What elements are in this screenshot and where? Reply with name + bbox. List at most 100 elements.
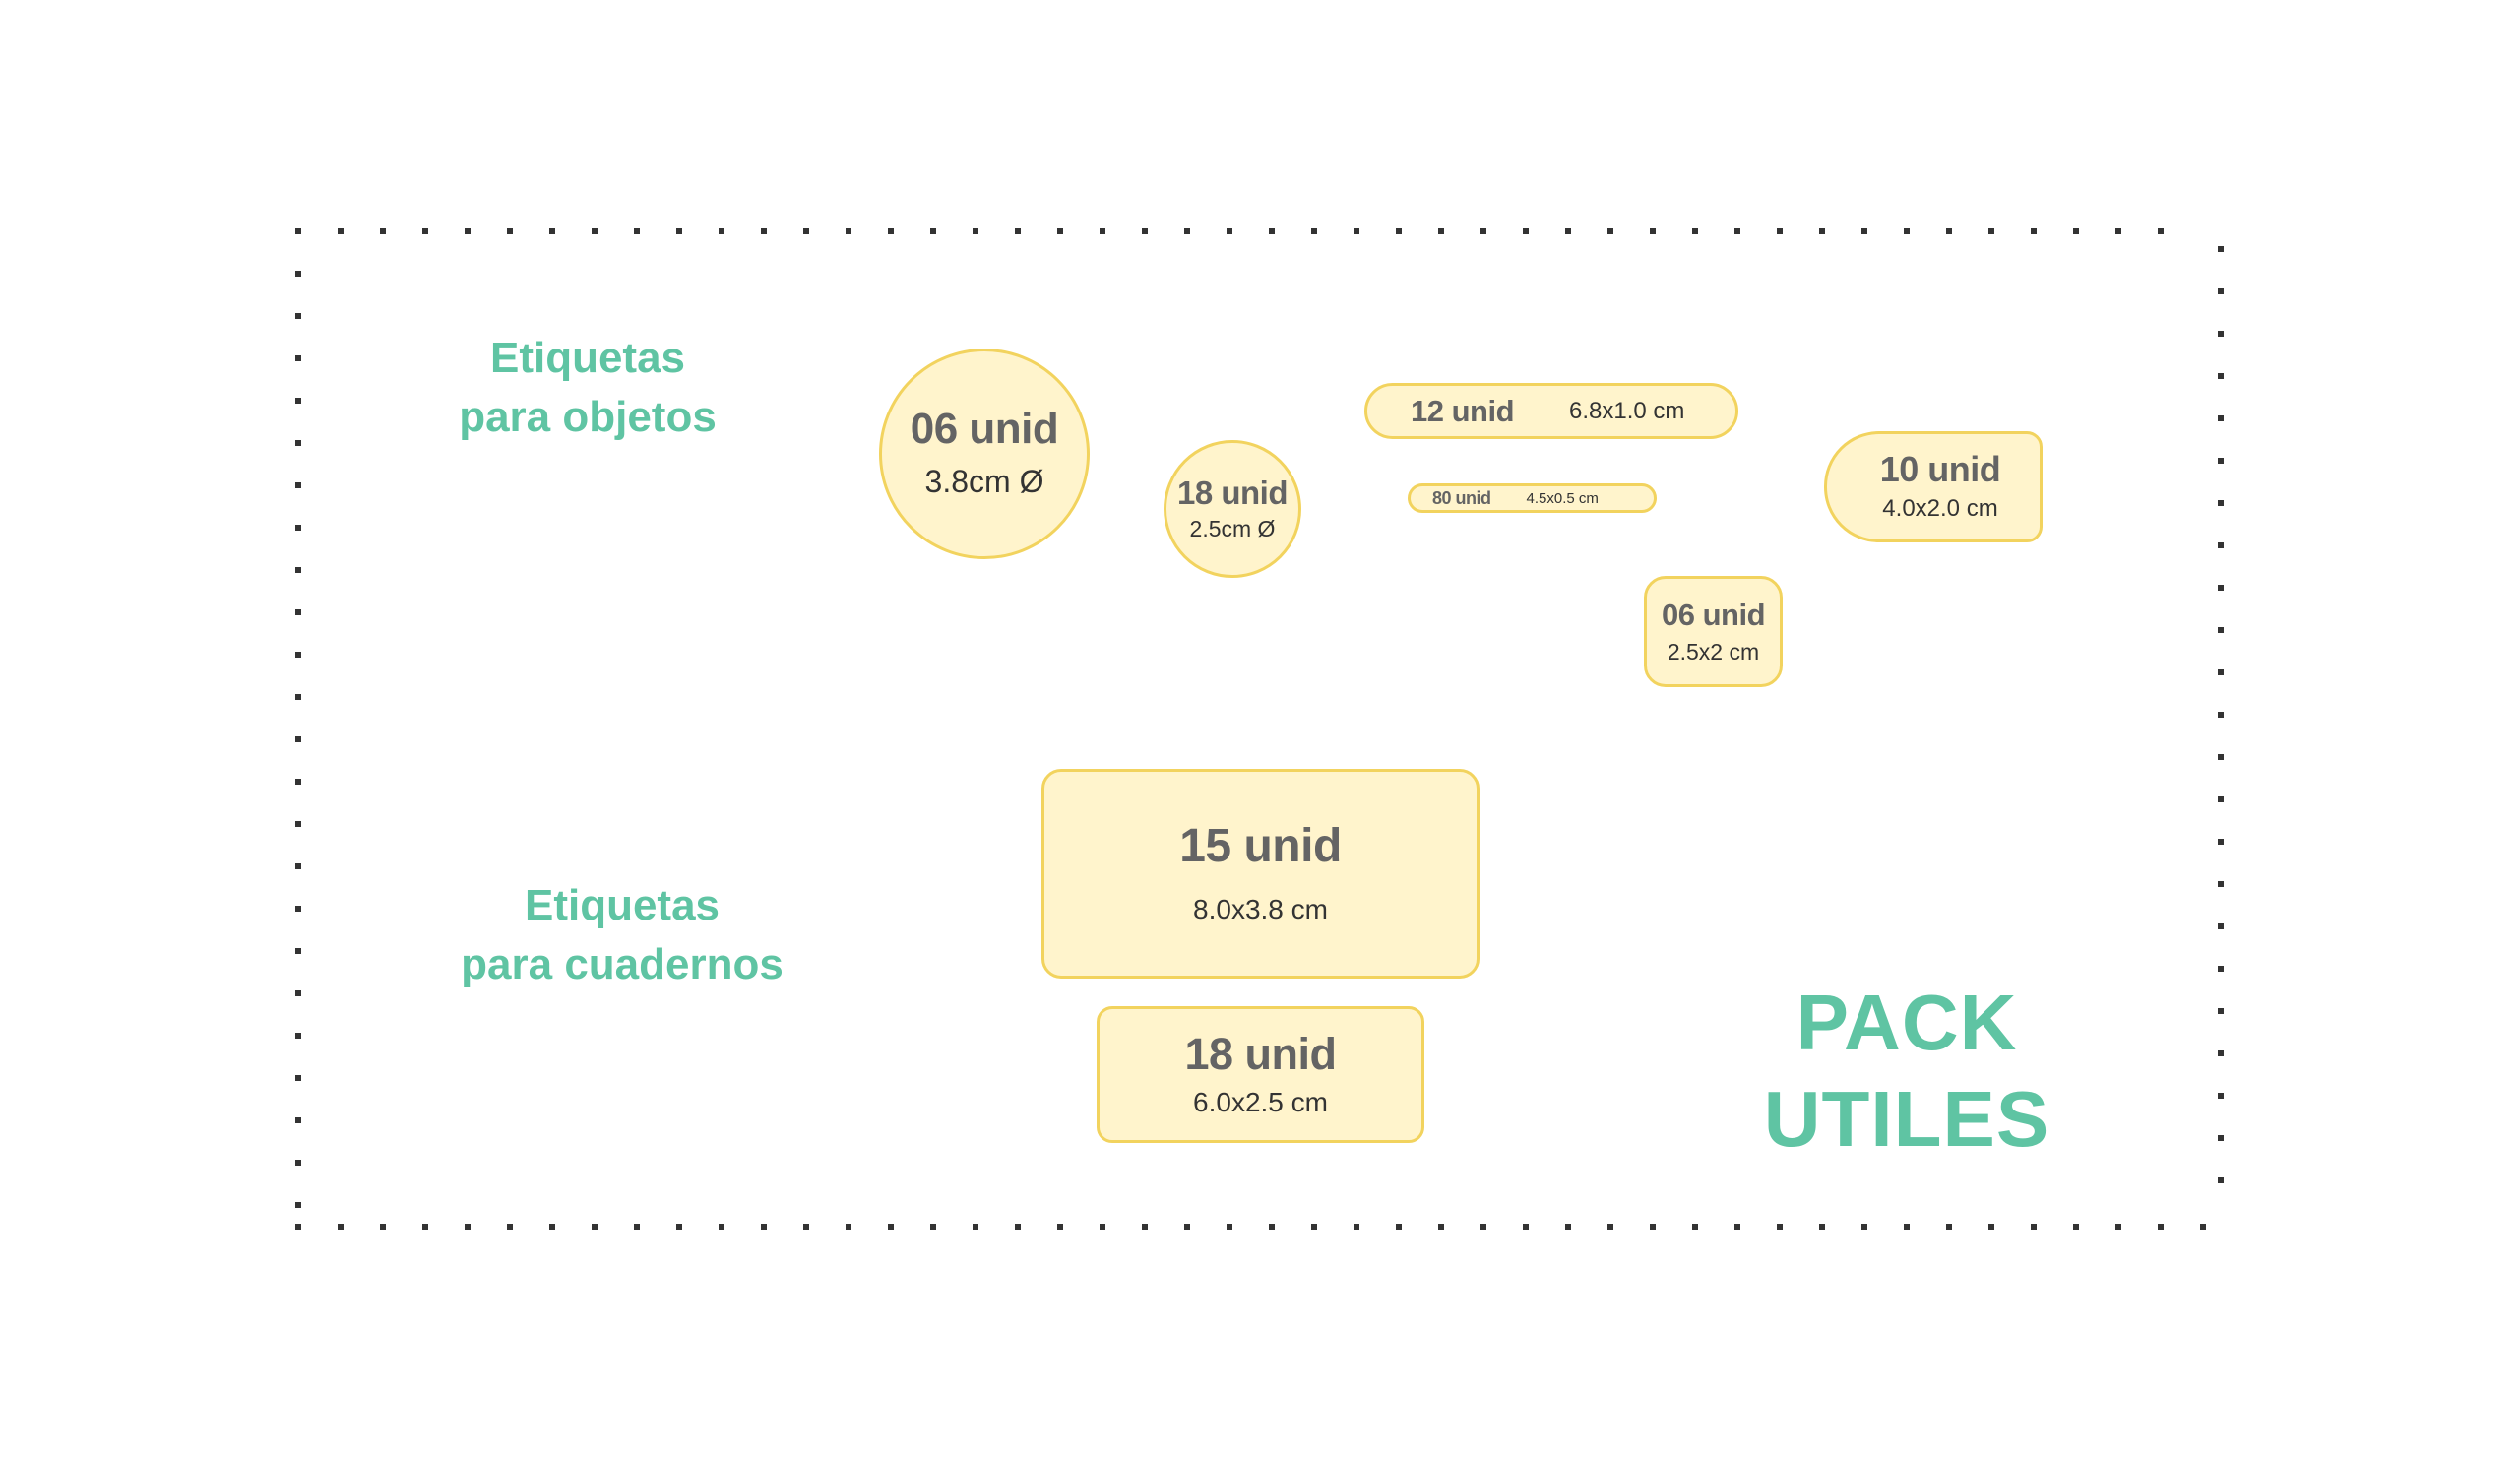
- label-size: 4.5x0.5 cm: [1526, 489, 1599, 507]
- border-dot: [338, 1224, 344, 1230]
- border-dot: [295, 271, 301, 277]
- border-dot: [973, 228, 978, 234]
- border-dot: [2218, 796, 2224, 802]
- section-label-notebooks: Etiquetas para cuadernos: [461, 876, 784, 994]
- border-dot: [295, 228, 301, 234]
- border-dot: [507, 228, 513, 234]
- border-dot: [1692, 228, 1698, 234]
- border-dot: [973, 1224, 978, 1230]
- label-quantity: 06 unid: [1661, 597, 1766, 632]
- border-dot: [1523, 1224, 1529, 1230]
- border-dot: [1861, 228, 1867, 234]
- border-dot: [2218, 1177, 2224, 1183]
- border-dot: [1142, 1224, 1148, 1230]
- border-dot: [380, 228, 386, 234]
- border-dot: [2115, 1224, 2121, 1230]
- label-rounded-square: 06 unid 2.5x2 cm: [1644, 576, 1783, 687]
- border-dot: [2218, 839, 2224, 845]
- label-quantity: 80 unid: [1432, 487, 1491, 508]
- border-dot: [2218, 542, 2224, 548]
- label-circle-small: 18 unid 2.5cm Ø: [1164, 440, 1301, 578]
- border-dot: [2218, 500, 2224, 506]
- border-dot: [2031, 228, 2037, 234]
- border-dot: [1650, 1224, 1656, 1230]
- section-label-line2: para cuadernos: [461, 940, 784, 988]
- border-dot: [1354, 1224, 1359, 1230]
- border-dot: [2218, 627, 2224, 633]
- border-dot: [422, 228, 428, 234]
- border-dot: [2158, 1224, 2164, 1230]
- border-dot: [1988, 228, 1994, 234]
- border-dot: [1523, 228, 1529, 234]
- border-dot: [803, 1224, 809, 1230]
- section-label-line1: Etiquetas: [524, 881, 721, 929]
- border-dot: [295, 863, 301, 869]
- pack-title: PACK UTILES: [1764, 975, 2049, 1168]
- border-dot: [2218, 1008, 2224, 1014]
- border-dot: [2218, 712, 2224, 718]
- label-quantity: 18 unid: [1184, 1028, 1337, 1079]
- label-rounded-left-rectangle: 10 unid 4.0x2.0 cm: [1824, 431, 2043, 542]
- border-dot: [2218, 923, 2224, 929]
- border-dot: [295, 779, 301, 785]
- border-dot: [1311, 1224, 1317, 1230]
- border-dot: [2218, 246, 2224, 252]
- border-dot: [1734, 1224, 1740, 1230]
- border-dot: [1904, 228, 1910, 234]
- border-dot: [761, 1224, 767, 1230]
- border-dot: [549, 1224, 555, 1230]
- border-dot: [719, 1224, 724, 1230]
- label-circle-large: 06 unid 3.8cm Ø: [879, 349, 1090, 559]
- border-dot: [1142, 228, 1148, 234]
- border-dot: [1057, 1224, 1063, 1230]
- label-pill-large: 12 unid 6.8x1.0 cm: [1364, 383, 1738, 439]
- border-dot: [295, 821, 301, 827]
- border-dot: [2218, 373, 2224, 379]
- border-dot: [676, 228, 682, 234]
- border-dot: [2218, 1050, 2224, 1056]
- border-dot: [295, 1117, 301, 1123]
- border-dot: [1227, 228, 1232, 234]
- border-dot: [2218, 1135, 2224, 1141]
- border-dot: [1100, 228, 1105, 234]
- border-dot: [1904, 1224, 1910, 1230]
- border-dot: [888, 228, 894, 234]
- label-pill-small: 80 unid 4.5x0.5 cm: [1408, 483, 1657, 513]
- border-dot: [380, 1224, 386, 1230]
- section-label-objects: Etiquetas para objetos: [459, 329, 717, 447]
- label-notebook-small: 18 unid 6.0x2.5 cm: [1097, 1006, 1424, 1143]
- border-dot: [592, 228, 598, 234]
- border-dot: [2218, 331, 2224, 337]
- border-dot: [1354, 228, 1359, 234]
- border-dot: [2158, 228, 2164, 234]
- border-dot: [1607, 228, 1613, 234]
- border-dot: [676, 1224, 682, 1230]
- border-dot: [295, 906, 301, 912]
- border-dot: [295, 1202, 301, 1208]
- border-dot: [2031, 1224, 2037, 1230]
- border-dot: [1227, 1224, 1232, 1230]
- border-dot: [2218, 669, 2224, 675]
- border-dot: [1819, 1224, 1825, 1230]
- border-dot: [1269, 1224, 1275, 1230]
- border-dot: [1396, 1224, 1402, 1230]
- pack-title-line2: UTILES: [1763, 1075, 2050, 1163]
- label-size: 2.5x2 cm: [1667, 638, 1760, 665]
- label-size: 4.0x2.0 cm: [1882, 494, 1998, 522]
- border-dot: [1565, 1224, 1571, 1230]
- border-dot: [1861, 1224, 1867, 1230]
- border-dot: [295, 525, 301, 531]
- border-dot: [1946, 228, 1952, 234]
- border-dot: [422, 1224, 428, 1230]
- border-dot: [295, 567, 301, 573]
- border-dot: [295, 736, 301, 742]
- label-quantity: 10 unid: [1879, 448, 2001, 489]
- border-dot: [2073, 228, 2079, 234]
- label-size: 2.5cm Ø: [1189, 516, 1276, 541]
- border-dot: [1184, 1224, 1190, 1230]
- border-dot: [295, 355, 301, 361]
- border-dot: [634, 228, 640, 234]
- border-dot: [634, 1224, 640, 1230]
- border-dot: [1777, 1224, 1783, 1230]
